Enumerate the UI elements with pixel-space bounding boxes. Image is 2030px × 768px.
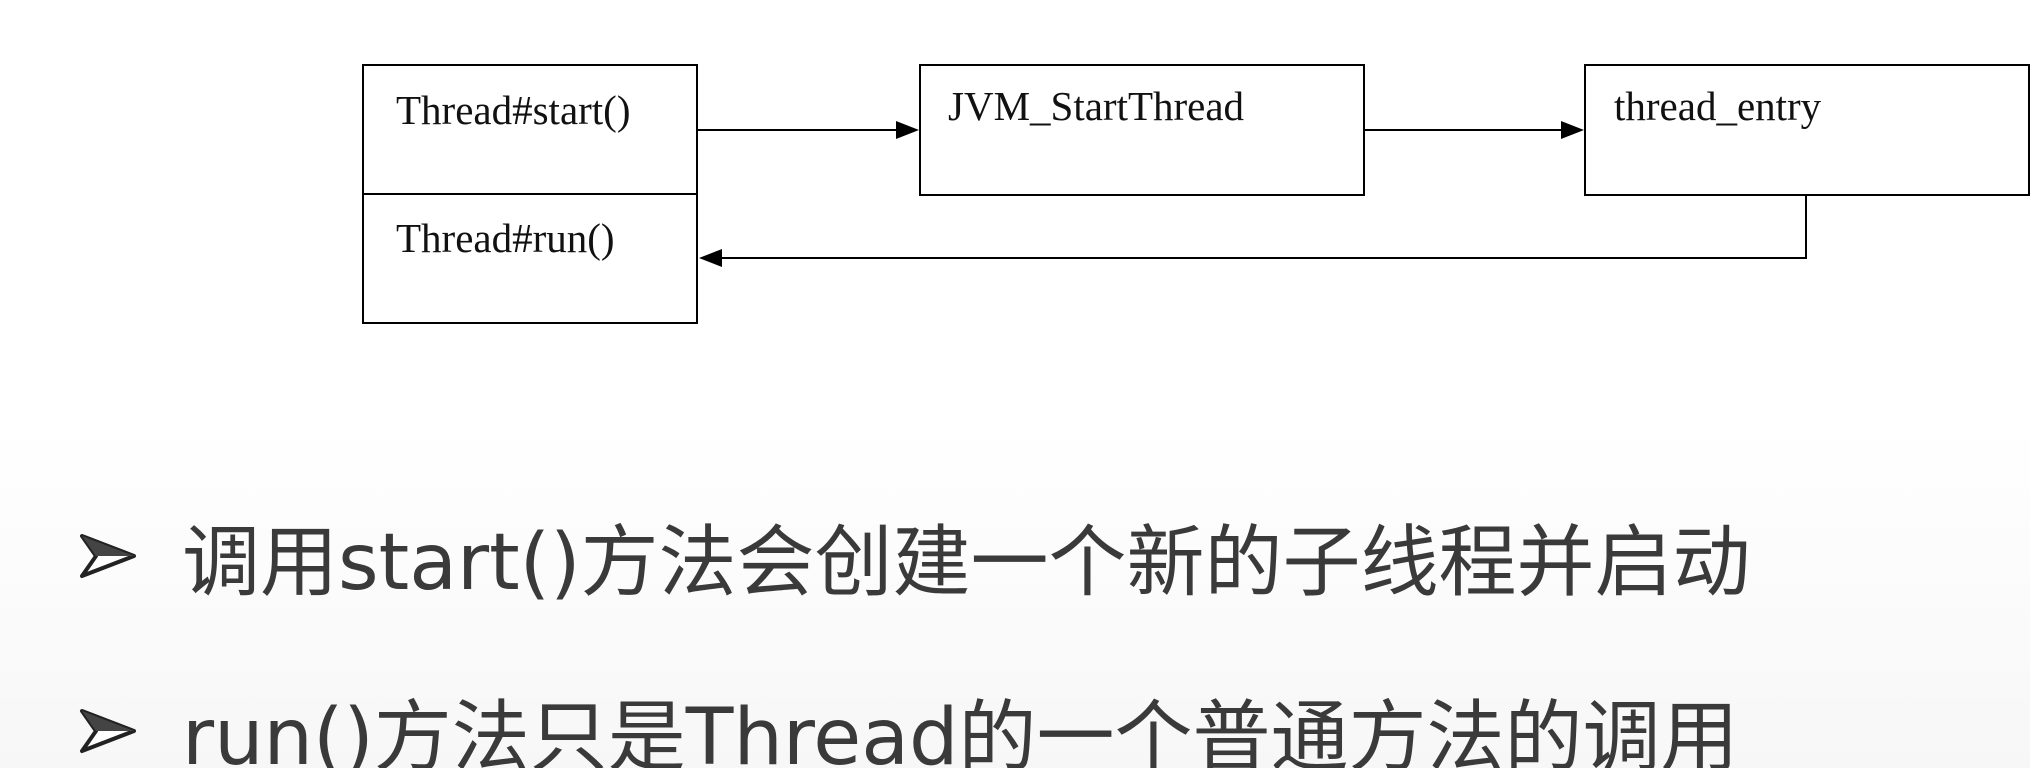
connector-layer (698, 121, 1807, 267)
arrowhead-entry (1561, 121, 1584, 139)
arrowhead-jvm (896, 121, 919, 139)
thread-box-divider (362, 193, 698, 195)
arrow-bullet-icon (80, 534, 136, 578)
bullet-item-1: 调用start()方法会创建一个新的子线程并启动 (78, 500, 1751, 612)
arrow-bullet-icon (80, 709, 136, 753)
arrowhead-run (699, 249, 722, 267)
thread-run-label: Thread#run() (396, 215, 615, 261)
bullet-item-2: run()方法只是Thread的一个普通方法的调用 (78, 675, 1739, 768)
arrow-entry-to-run (720, 196, 1807, 259)
bullet-text: 调用start()方法会创建一个新的子线程并启动 (182, 518, 1751, 608)
jvm-startthread-box (919, 64, 1365, 196)
thread-entry-label: thread_entry (1614, 83, 1822, 129)
thread-start-label: Thread#start() (396, 87, 631, 133)
jvm-startthread-label: JVM_StartThread (948, 83, 1245, 129)
bullet-text: run()方法只是Thread的一个普通方法的调用 (182, 693, 1739, 768)
thread-entry-box (1584, 64, 2030, 196)
